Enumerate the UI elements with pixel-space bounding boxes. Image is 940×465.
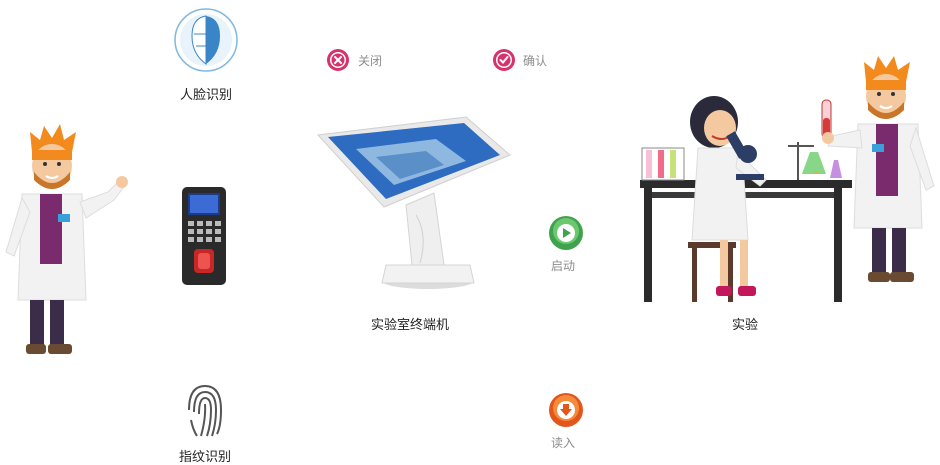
experiment-node bbox=[638, 92, 854, 304]
fingerprint-terminal-icon bbox=[182, 187, 226, 285]
start-button-label: 启动 bbox=[551, 259, 576, 273]
lab-terminal-node bbox=[316, 115, 512, 310]
check-icon bbox=[493, 49, 515, 71]
face-scan-icon bbox=[174, 8, 238, 72]
close-icon bbox=[327, 49, 349, 71]
face-recognition-label: 人脸识别 bbox=[179, 88, 232, 103]
start-button[interactable]: 启动 bbox=[546, 215, 586, 275]
close-button-label: 关闭 bbox=[358, 54, 383, 68]
confirm-button-label: 确认 bbox=[523, 54, 548, 68]
experiment-label: 实验 bbox=[731, 318, 758, 333]
lab-terminal-label: 实验室终端机 bbox=[370, 318, 449, 333]
kiosk-terminal-icon bbox=[316, 116, 511, 289]
fingerprint-icon bbox=[188, 384, 223, 437]
read-button-label: 读入 bbox=[551, 436, 576, 450]
face-recognition-node bbox=[172, 6, 240, 74]
fingerprint-terminal-node bbox=[180, 185, 228, 289]
scientist-test-tube-icon bbox=[821, 56, 935, 282]
fingerprint-node bbox=[183, 380, 227, 440]
confirm-button[interactable]: 确认 bbox=[492, 48, 562, 72]
play-icon bbox=[549, 216, 583, 250]
scientist-waving-icon bbox=[5, 124, 128, 354]
fingerprint-recognition-label: 指纹识别 bbox=[178, 450, 231, 465]
scientist-waving-character bbox=[0, 122, 130, 357]
close-button[interactable]: 关闭 bbox=[326, 48, 396, 72]
lab-scientist-icon bbox=[640, 96, 852, 302]
read-button[interactable]: 读入 bbox=[546, 392, 586, 452]
download-icon bbox=[549, 393, 583, 427]
scientist-test-tube-character bbox=[818, 56, 940, 288]
